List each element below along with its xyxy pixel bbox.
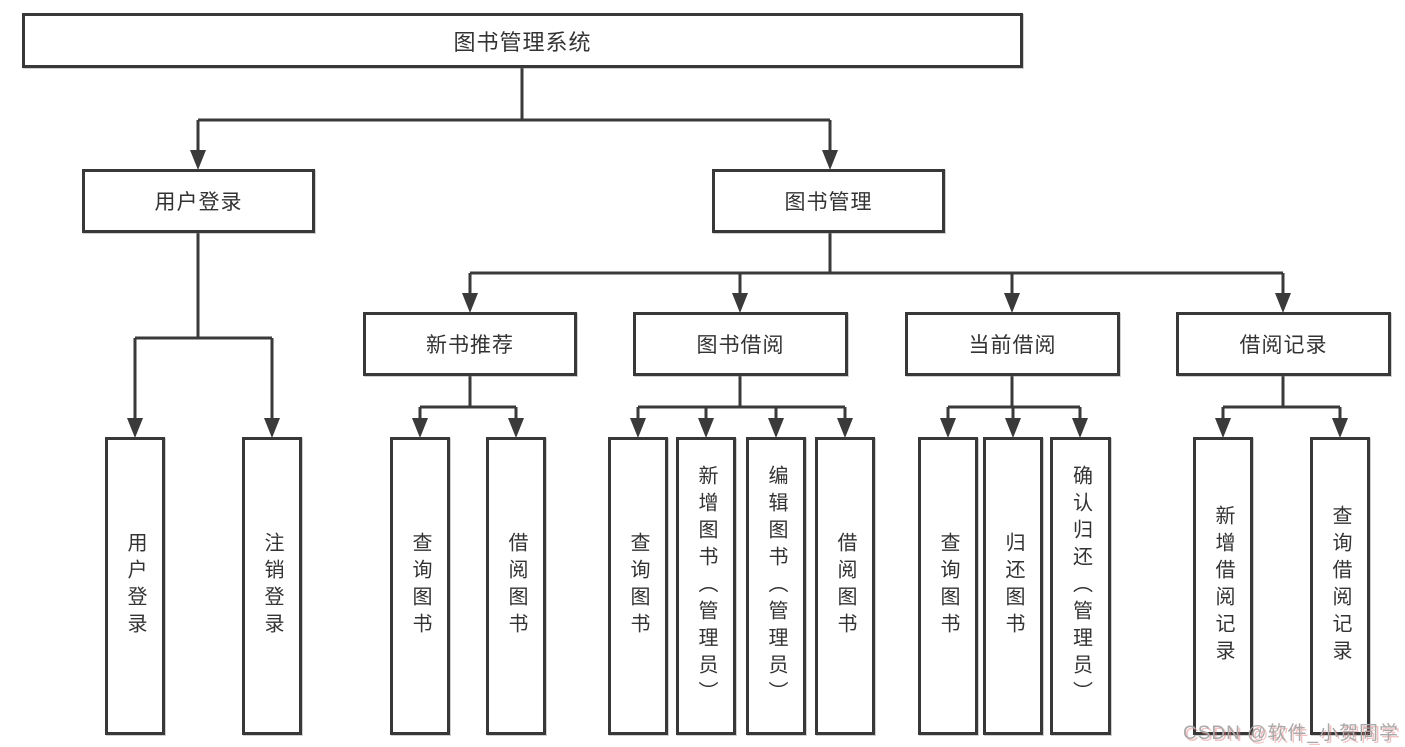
connector-line <box>946 376 1082 420</box>
connector-current-borrowing-to-leaves <box>940 376 1088 438</box>
node-book-management: 图书管理 <box>712 169 945 233</box>
node-book-borrowing: 图书借阅 <box>633 312 848 376</box>
arrowhead-icon <box>698 418 714 438</box>
node-root: 图书管理系统 <box>22 13 1023 68</box>
node-current-borrowing: 当前借阅 <box>905 312 1120 376</box>
node-leaf-recommend-borrow-books-label: 借阅图书 <box>505 532 527 640</box>
node-new-book-recommend: 新书推荐 <box>363 312 577 376</box>
arrowhead-icon <box>1005 418 1021 438</box>
connector-line <box>468 233 1285 294</box>
connector-line <box>636 376 847 420</box>
connector-new-book-recommend-to-leaves <box>412 376 524 438</box>
node-leaf-user-login: 用户登录 <box>105 437 165 735</box>
node-leaf-add-books-admin-label: 新增图书（管理员） <box>695 464 717 708</box>
node-borrowing-records: 借阅记录 <box>1176 312 1391 376</box>
connector-book-borrowing-to-leaves <box>630 376 853 438</box>
node-leaf-recommend-borrow-books: 借阅图书 <box>486 437 546 735</box>
arrowhead-icon <box>630 418 646 438</box>
arrowhead-icon <box>1332 418 1348 438</box>
node-leaf-current-query-books-label: 查询图书 <box>937 532 959 640</box>
node-leaf-add-books-admin: 新增图书（管理员） <box>676 437 736 735</box>
arrowhead-icon <box>837 418 853 438</box>
connector-borrowing-records-to-leaves <box>1215 376 1348 438</box>
node-leaf-borrowing-query-books-label: 查询图书 <box>627 532 649 640</box>
node-leaf-logout: 注销登录 <box>242 437 302 735</box>
node-borrowing-records-label: 借阅记录 <box>1239 334 1328 357</box>
node-leaf-return-books-label: 归还图书 <box>1002 532 1024 640</box>
node-root-label: 图书管理系统 <box>453 29 592 55</box>
node-leaf-confirm-return-admin: 确认归还（管理员） <box>1050 437 1111 735</box>
connector-book-management-to-level3 <box>462 233 1291 313</box>
node-leaf-recommend-query-books: 查询图书 <box>390 437 450 735</box>
node-leaf-borrowing-query-books: 查询图书 <box>608 437 668 735</box>
node-leaf-query-borrow-record: 查询借阅记录 <box>1310 437 1370 735</box>
node-leaf-return-books: 归还图书 <box>983 437 1043 735</box>
node-user-login-label: 用户登录 <box>154 191 243 214</box>
node-current-borrowing-label: 当前借阅 <box>968 334 1057 357</box>
node-leaf-current-query-books: 查询图书 <box>918 437 978 735</box>
arrowhead-icon <box>1215 418 1231 438</box>
arrowhead-icon <box>1275 293 1291 313</box>
arrowhead-icon <box>412 418 428 438</box>
node-leaf-add-borrow-record: 新增借阅记录 <box>1193 437 1253 735</box>
connector-line <box>418 376 518 420</box>
connector-line <box>196 68 832 152</box>
node-leaf-add-borrow-record-label: 新增借阅记录 <box>1212 505 1234 667</box>
arrowhead-icon <box>190 150 206 170</box>
arrowhead-icon <box>822 150 838 170</box>
node-leaf-borrow-books: 借阅图书 <box>815 437 875 735</box>
csdn-watermark: CSDN @软件_小贺同学 <box>1183 723 1399 744</box>
node-leaf-recommend-query-books-label: 查询图书 <box>409 532 431 640</box>
node-leaf-logout-label: 注销登录 <box>261 532 283 640</box>
connector-user-login-to-leaves <box>127 233 280 438</box>
node-leaf-query-borrow-record-label: 查询借阅记录 <box>1329 505 1351 667</box>
node-book-borrowing-label: 图书借阅 <box>696 334 785 357</box>
arrowhead-icon <box>768 418 784 438</box>
arrowhead-icon <box>1072 418 1088 438</box>
arrowhead-icon <box>508 418 524 438</box>
arrowhead-icon <box>127 418 143 438</box>
node-leaf-edit-books-admin: 编辑图书（管理员） <box>746 437 806 735</box>
arrowhead-icon <box>264 418 280 438</box>
arrowhead-icon <box>940 418 956 438</box>
node-new-book-recommend-label: 新书推荐 <box>426 334 514 357</box>
connector-line <box>1221 376 1342 420</box>
node-user-login: 用户登录 <box>82 169 315 233</box>
node-leaf-borrow-books-label: 借阅图书 <box>834 532 856 640</box>
node-leaf-edit-books-admin-label: 编辑图书（管理员） <box>765 464 787 708</box>
node-leaf-user-login-label: 用户登录 <box>124 532 146 640</box>
arrowhead-icon <box>1004 293 1020 313</box>
node-leaf-confirm-return-admin-label: 确认归还（管理员） <box>1069 464 1092 708</box>
connector-root-to-level2 <box>190 68 838 170</box>
arrowhead-icon <box>732 293 748 313</box>
connector-line <box>133 233 274 420</box>
arrowhead-icon <box>462 293 478 313</box>
node-book-management-label: 图书管理 <box>784 191 873 214</box>
